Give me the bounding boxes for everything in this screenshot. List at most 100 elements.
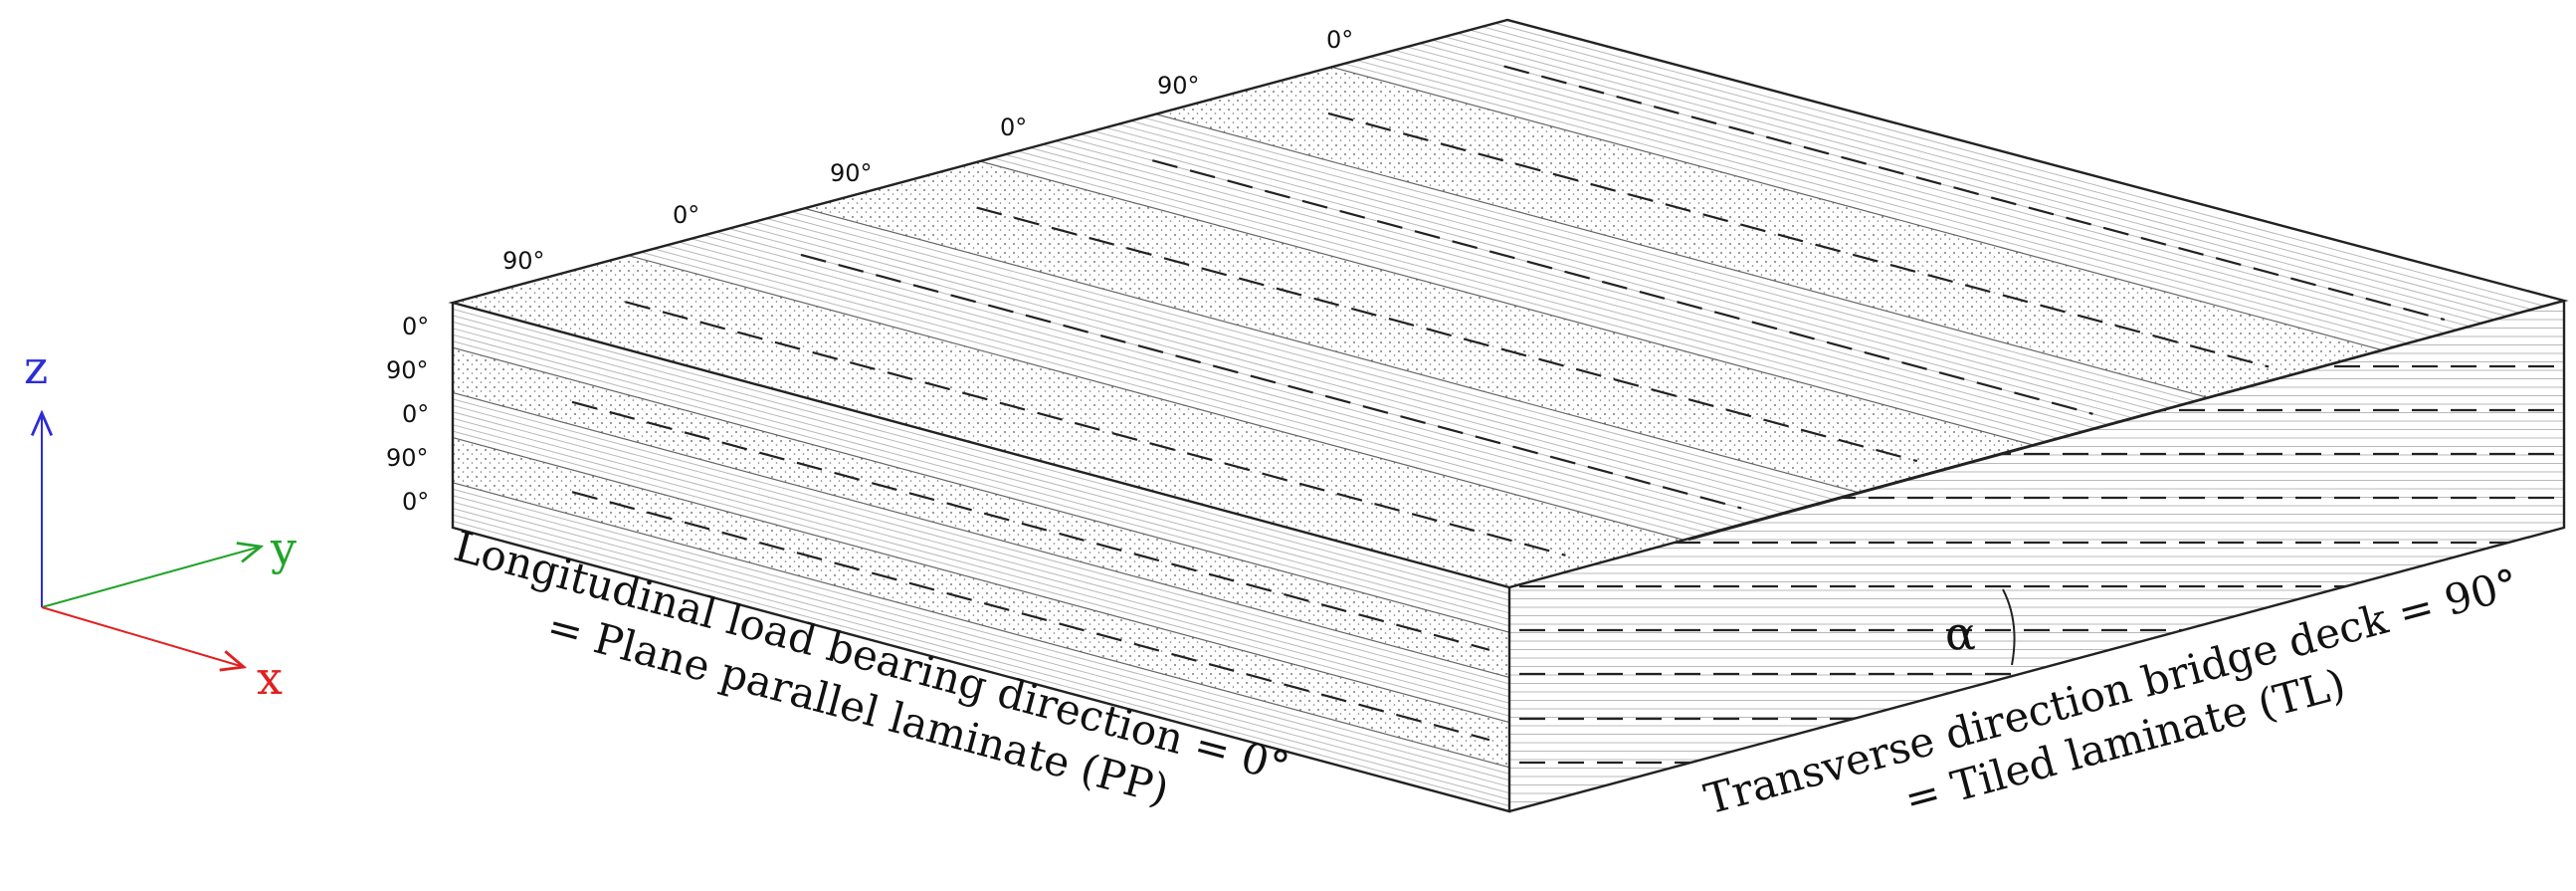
top-grain-line xyxy=(1457,33,2514,320)
top-ply-label-6: 0° xyxy=(1326,26,1353,54)
angle-symbol: α xyxy=(1945,606,1976,660)
top-grain-line xyxy=(1369,56,2427,342)
top-grain-line xyxy=(791,211,1849,498)
front-layer-dotted xyxy=(453,347,1509,678)
x-axis-line xyxy=(41,606,244,667)
top-grain-line xyxy=(741,224,1799,511)
top-grain-line xyxy=(1394,49,2452,335)
front-ply-labels: 0° 90° 0° 90° 0° xyxy=(386,313,429,516)
front-grain-line xyxy=(452,334,1510,620)
front-ply-label-5: 0° xyxy=(402,488,429,516)
top-grain-line xyxy=(641,251,1698,538)
top-grain-line xyxy=(1117,123,2175,410)
top-grain-line xyxy=(1381,53,2439,339)
top-ply-dash xyxy=(1327,111,2270,368)
front-ply-label-4: 90° xyxy=(386,444,429,472)
y-axis-label: y xyxy=(270,522,297,575)
top-grain-line xyxy=(728,228,1786,515)
top-grain-line xyxy=(703,234,1761,521)
top-grain-line xyxy=(1092,130,2150,417)
front-grain-line xyxy=(452,340,1510,627)
top-ply-dash xyxy=(625,301,1566,557)
top-grain-line xyxy=(1005,153,2063,440)
front-layer-dotted xyxy=(453,437,1509,768)
top-grain-line xyxy=(1470,29,2527,316)
top-grain-line xyxy=(1356,60,2414,346)
top-ply-boundary xyxy=(804,207,1862,494)
front-layer-lined xyxy=(453,482,1509,812)
top-grain-line xyxy=(1343,63,2402,349)
front-grain-line xyxy=(452,495,1510,781)
top-grain-line xyxy=(679,241,1736,528)
front-grain-line xyxy=(452,430,1510,717)
coordinate-axes: z y x xyxy=(24,340,297,705)
top-grain-line xyxy=(1105,126,2163,413)
z-axis-label: z xyxy=(24,340,48,394)
angle-marker: α xyxy=(1945,588,2016,666)
top-grain-line xyxy=(691,238,1748,525)
top-grain-line xyxy=(1406,46,2465,333)
top-grain-line xyxy=(992,157,2050,444)
top-grain-line xyxy=(1142,116,2201,403)
top-ply-label-5: 90° xyxy=(1157,72,1200,100)
angle-arc xyxy=(2002,588,2016,666)
front-ply-label-1: 0° xyxy=(402,313,429,340)
top-face xyxy=(453,20,2564,587)
top-ply-label-3: 90° xyxy=(830,159,873,187)
top-grain-line xyxy=(1482,26,2539,313)
front-grain-line xyxy=(452,398,1510,685)
front-ply-dash xyxy=(571,400,1490,651)
front-ply-boundary xyxy=(452,346,1510,633)
front-layer-lined xyxy=(453,303,1509,633)
front-ply-label-3: 0° xyxy=(402,400,429,428)
top-grain-line xyxy=(1130,119,2188,406)
front-ply-label-2: 90° xyxy=(386,356,429,384)
top-ply-label-1: 90° xyxy=(502,247,545,275)
front-grain-line xyxy=(452,424,1510,711)
front-face xyxy=(452,303,1510,812)
block-outline-side xyxy=(1508,301,2566,813)
top-ply-boundary xyxy=(979,160,2038,447)
front-grain-line xyxy=(452,488,1510,775)
top-ply-boundary xyxy=(1155,113,2213,400)
top-ply-dash xyxy=(1152,159,2093,415)
y-axis-line xyxy=(41,547,261,608)
front-grain-line xyxy=(452,521,1510,807)
front-grain-line xyxy=(452,417,1510,704)
front-grain-line xyxy=(452,315,1510,601)
front-grain-line xyxy=(452,501,1510,787)
top-ply-boundary xyxy=(628,255,1685,542)
tiled-laminate-boundary xyxy=(1687,299,2565,542)
block-outline-front xyxy=(451,303,1511,813)
top-grain-line xyxy=(653,248,1711,535)
top-grain-line xyxy=(666,245,1723,532)
front-grain-line xyxy=(452,321,1510,607)
top-grain-line xyxy=(778,214,1837,501)
front-ply-boundary xyxy=(452,437,1510,724)
front-grain-line xyxy=(452,328,1510,614)
front-grain-line xyxy=(452,514,1510,800)
top-ply-dash xyxy=(976,206,1918,463)
top-grain-line xyxy=(1055,140,2112,427)
top-ply-label-4: 0° xyxy=(1000,113,1027,141)
front-grain-line xyxy=(452,404,1510,691)
top-ply-boundary xyxy=(1331,66,2389,352)
front-ply-boundary xyxy=(452,482,1510,769)
front-grain-line xyxy=(452,508,1510,794)
top-ply-dash xyxy=(800,253,1742,510)
top-grain-line xyxy=(1017,150,2075,437)
top-grain-line xyxy=(1080,133,2138,420)
top-ply-labels: 90° 0° 90° 0° 90° 0° xyxy=(502,26,1353,275)
top-ply-label-2: 0° xyxy=(673,201,699,229)
x-axis-label: x xyxy=(257,651,283,705)
front-layer-lined xyxy=(453,392,1509,723)
top-grain-line xyxy=(1030,146,2087,433)
front-grain-line xyxy=(452,411,1510,698)
top-grain-line xyxy=(1494,22,2552,309)
top-ply-dash xyxy=(1503,65,2446,322)
front-ply-boundary xyxy=(452,391,1510,678)
front-ply-dash xyxy=(571,491,1490,742)
top-grain-line xyxy=(1042,143,2100,430)
front-grain-line xyxy=(452,308,1510,594)
